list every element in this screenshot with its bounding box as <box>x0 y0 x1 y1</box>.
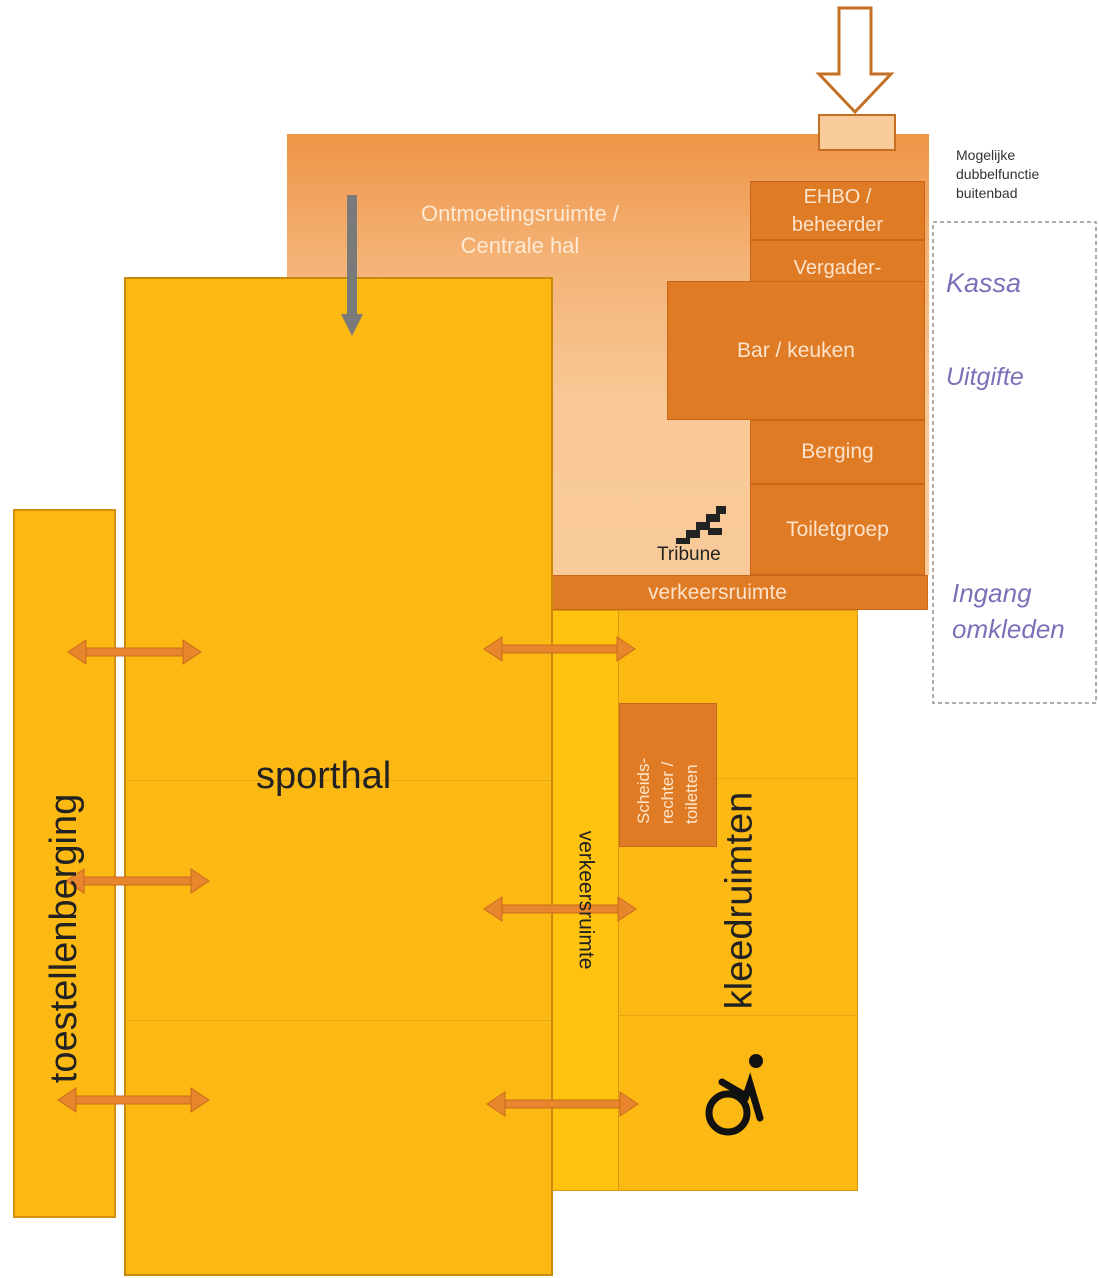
note-kassa: Kassa <box>946 268 1022 298</box>
changing-rooms-label: kleedruimten <box>718 791 761 1009</box>
traffic-vertical-label: verkeersruimte <box>574 830 598 970</box>
room-bar: Bar / keuken <box>667 281 925 420</box>
central-hall-label: Ontmoetingsruimte / Centrale hal <box>420 201 620 258</box>
room-referee <box>619 703 717 847</box>
wheelchair-icon <box>705 1072 764 1136</box>
room-storage: Berging <box>750 420 925 484</box>
tribune-label: Tribune <box>657 544 721 565</box>
note-ingang-omkleden: Ingang omkleden <box>952 578 1065 644</box>
double-arrow-icon <box>57 1087 210 1113</box>
equipment-storage-label-wrap: toestellenberging <box>13 509 116 1218</box>
sports-hall-divider-1 <box>126 780 551 781</box>
tribune-stairs-icon <box>676 506 726 544</box>
double-arrow-icon <box>67 639 202 665</box>
note-uitgifte: Uitgifte <box>946 363 1024 391</box>
traffic-vertical-label-wrap: verkeersruimte <box>552 740 619 1060</box>
entrance-box <box>818 114 896 151</box>
entrance-arrow-icon <box>815 6 895 115</box>
outdoor-pool-note: Mogelijke dubbelfunctie buitenbad <box>956 147 1040 201</box>
room-ehbo: EHBO / beheerder <box>750 181 925 240</box>
double-arrow-icon <box>65 868 210 894</box>
hall-entry-arrow-icon <box>341 195 363 336</box>
double-arrow-icon <box>483 896 637 922</box>
equipment-storage-label: toestellenberging <box>43 793 85 1084</box>
wheelchair-head-icon <box>749 1054 763 1068</box>
changing-room-divider-2 <box>619 1015 858 1016</box>
changing-room-divider-1 <box>619 778 858 779</box>
room-toilets: Toiletgroep <box>750 484 925 575</box>
traffic-space-horizontal: verkeersruimte <box>552 575 928 610</box>
changing-rooms-label-wrap: kleedruimten <box>690 740 790 1060</box>
sports-hall-divider-2 <box>126 1020 551 1021</box>
double-arrow-icon <box>483 636 636 662</box>
sports-hall-label: sporthal <box>256 755 392 797</box>
double-arrow-icon <box>486 1091 639 1117</box>
traffic-space-horizontal-label: verkeersruimte <box>648 580 787 604</box>
traffic-corridor-vertical <box>552 610 619 1191</box>
